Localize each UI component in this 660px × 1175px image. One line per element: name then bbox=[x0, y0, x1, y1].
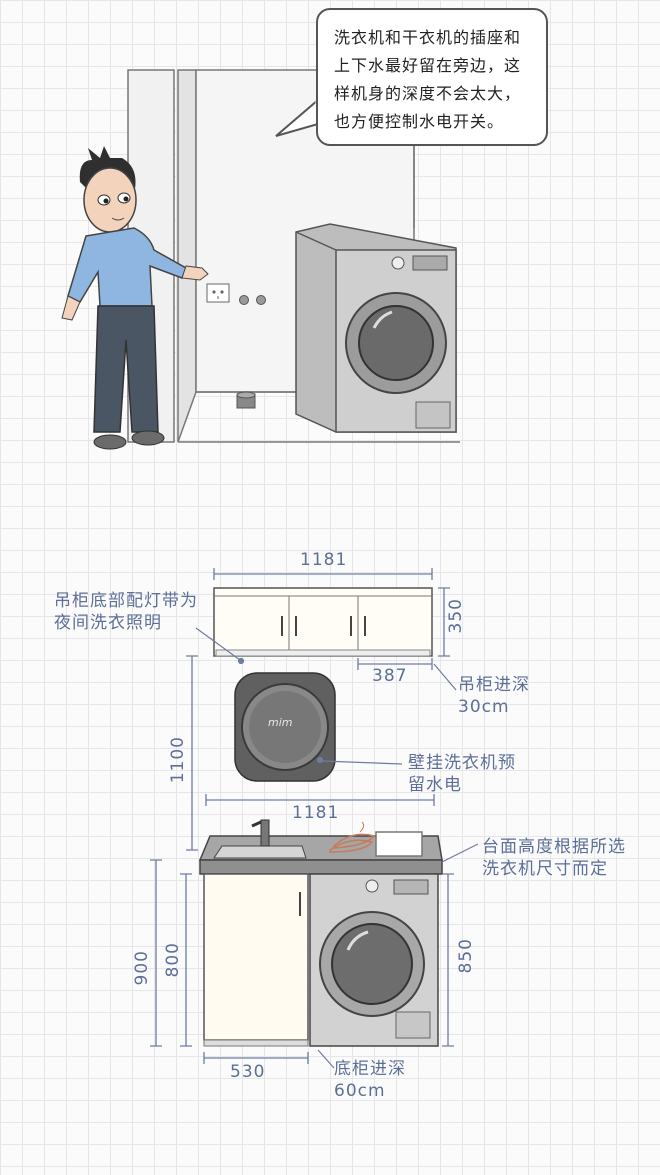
cabinet-light-annotation: 吊柜底部配灯带为夜间洗衣照明 bbox=[54, 591, 198, 633]
person-figure bbox=[61, 146, 209, 450]
clothes-hangers bbox=[329, 821, 376, 853]
base-depth-annotation: 底柜进深60cm bbox=[334, 1059, 406, 1101]
wall-socket bbox=[206, 283, 230, 303]
upper-height-label: 350 bbox=[446, 598, 466, 634]
washer-height-label: 850 bbox=[456, 938, 476, 974]
washing-machine-top bbox=[295, 223, 457, 433]
floor-drain bbox=[236, 391, 256, 409]
wall-washer bbox=[234, 672, 336, 782]
dimension-lines bbox=[150, 568, 454, 1064]
water-valves bbox=[239, 295, 266, 305]
upper-depth-annotation: 吊柜进深30cm bbox=[458, 675, 530, 717]
cabinet-height-label: 800 bbox=[163, 942, 183, 978]
speech-bubble: 洗衣机和干衣机的插座和上下水最好留在旁边，这样机身的深度不会太大，也方便控制水电… bbox=[316, 8, 548, 146]
wall-washer-annotation: 壁挂洗衣机预留水电 bbox=[408, 753, 516, 795]
laundry-basket bbox=[375, 831, 423, 857]
sink-cabinet-width-label: 530 bbox=[230, 1062, 266, 1082]
counter-width-label: 1181 bbox=[292, 803, 340, 823]
upper-offset-label: 387 bbox=[372, 666, 408, 686]
gap-height-label: 1100 bbox=[168, 736, 188, 784]
leader-lines bbox=[195, 627, 479, 1069]
total-height-label: 900 bbox=[132, 950, 152, 986]
base-cabinet bbox=[198, 819, 443, 1047]
wall-washer-brand: mim bbox=[268, 716, 293, 729]
counter-height-annotation: 台面高度根据所选洗衣机尺寸而定 bbox=[482, 837, 626, 879]
speech-bubble-text: 洗衣机和干衣机的插座和上下水最好留在旁边，这样机身的深度不会太大，也方便控制水电… bbox=[334, 28, 522, 131]
washing-machine-bottom bbox=[309, 873, 439, 1047]
upper-width-label: 1181 bbox=[300, 550, 348, 570]
upper-cabinet bbox=[213, 587, 433, 657]
